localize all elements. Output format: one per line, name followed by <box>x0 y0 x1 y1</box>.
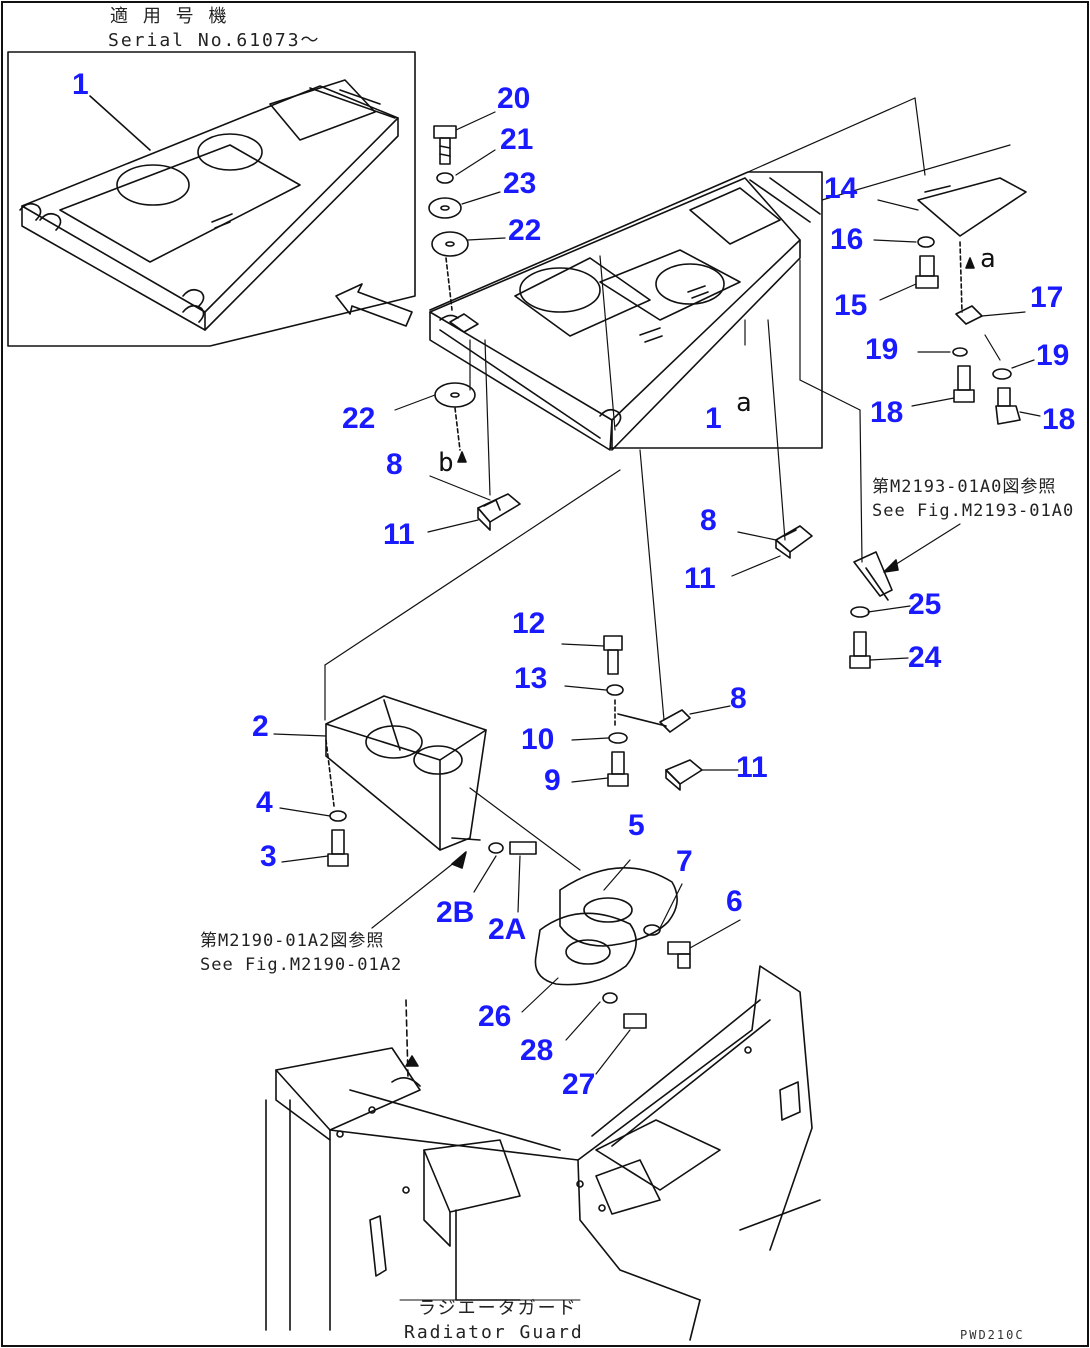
plate-14 <box>877 177 1027 237</box>
callout-12: 12 <box>512 607 546 640</box>
radiator-guard-label-en: Radiator Guard <box>404 1322 584 1343</box>
callout-10: 10 <box>521 723 555 756</box>
callout-4: 4 <box>256 786 273 819</box>
applicability-label-jp: 適 用 号 機 <box>110 6 229 27</box>
callout-22-bottom: 22 <box>342 402 376 435</box>
callout-28: 28 <box>520 1034 554 1067</box>
callout-2: 2 <box>252 710 269 743</box>
reference-note-m2193-en: See Fig.M2193-01A0 <box>872 501 1075 521</box>
callout-2B: 2B <box>436 896 475 929</box>
callout-11-right: 11 <box>684 562 716 595</box>
callout-18-left: 18 <box>870 396 904 429</box>
callout-13: 13 <box>514 662 548 695</box>
radiator-guard <box>265 965 821 1341</box>
callout-22-top: 22 <box>508 214 542 247</box>
inset-serial-box <box>7 51 416 347</box>
front-direction-arrow <box>335 283 413 327</box>
mount-assembly-lower <box>561 635 739 791</box>
callout-19-left: 19 <box>865 333 899 366</box>
bracket-25-24 <box>849 523 961 669</box>
leader-lines-main <box>324 97 1011 721</box>
plates-5-26 <box>521 859 741 1075</box>
view-letter-a-main: a <box>736 388 752 418</box>
radiator-guard-label-jp: ラジエータガード <box>418 1298 578 1319</box>
callout-27: 27 <box>562 1068 596 1101</box>
callout-7: 7 <box>676 845 693 878</box>
reference-note-m2190-jp: 第M2190-01A2図参照 <box>200 931 385 951</box>
callout-11-lower: 11 <box>736 751 768 784</box>
callout-8-right: 8 <box>700 504 717 537</box>
callout-20: 20 <box>497 82 531 115</box>
mount-8-11-right <box>731 525 813 577</box>
callout-11-left: 11 <box>383 518 415 551</box>
callout-15: 15 <box>834 289 868 322</box>
callout-1-main: 1 <box>705 402 722 435</box>
mount-8-11-left <box>427 475 521 533</box>
callout-1-inset: 1 <box>72 68 89 101</box>
reference-note-m2190-en: See Fig.M2190-01A2 <box>200 955 403 975</box>
main-frame-part-1 <box>429 171 823 451</box>
serial-number-label: Serial No.61073～ <box>108 30 321 51</box>
callout-19-right: 19 <box>1036 339 1070 372</box>
callout-6: 6 <box>726 885 743 918</box>
callout-25: 25 <box>908 588 942 621</box>
view-letter-b: b <box>438 448 454 478</box>
reference-note-m2193-jp: 第M2193-01A0図参照 <box>872 477 1057 497</box>
callout-5: 5 <box>628 809 645 842</box>
leader-lines-upper <box>394 111 506 411</box>
fasteners-15-19 <box>873 236 1041 425</box>
callout-2A: 2A <box>488 913 527 946</box>
callout-17: 17 <box>1030 281 1064 314</box>
callout-9: 9 <box>544 764 561 797</box>
parts-2A-2B <box>371 841 537 929</box>
callout-21: 21 <box>500 123 534 156</box>
view-letter-a-right: a <box>980 244 996 274</box>
callout-23: 23 <box>503 167 537 200</box>
callout-8-lower: 8 <box>730 682 747 715</box>
inset-frame-part-1 <box>19 79 399 331</box>
callout-3: 3 <box>260 840 277 873</box>
callout-14: 14 <box>824 172 858 205</box>
callout-16: 16 <box>830 223 864 256</box>
callout-24: 24 <box>908 641 942 674</box>
callout-18-right: 18 <box>1042 403 1076 436</box>
drawing-code: PWD210C <box>960 1328 1025 1342</box>
bracket-part-2 <box>273 695 581 871</box>
callout-26: 26 <box>478 1000 512 1033</box>
callout-8-left: 8 <box>386 448 403 481</box>
